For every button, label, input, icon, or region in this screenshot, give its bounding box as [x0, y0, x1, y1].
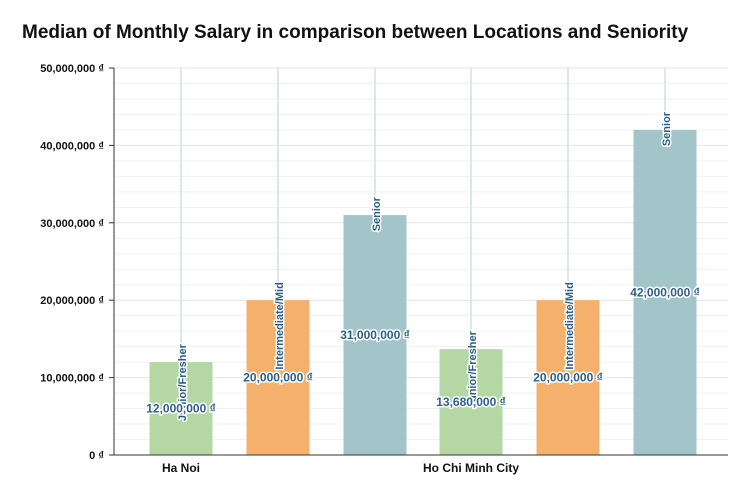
series-label: Junior/Fresher [177, 343, 189, 421]
bar [246, 300, 310, 455]
y-tick-label: 30,000,000 ₫ [40, 218, 104, 230]
y-tick-label: 0 ₫ [89, 450, 104, 462]
bar [149, 362, 213, 455]
value-label: 42,000,000 ₫ [630, 285, 700, 299]
value-label: 12,000,000 ₫ [146, 402, 216, 416]
category-label: Ho Chi Minh City [423, 461, 519, 475]
bar [536, 300, 600, 455]
y-tick-label: 50,000,000 ₫ [40, 63, 104, 75]
value-label: 31,000,000 ₫ [340, 328, 410, 342]
value-label: 20,000,000 ₫ [533, 371, 603, 385]
series-label: Intermediate/Mid [564, 282, 576, 369]
value-label: 20,000,000 ₫ [243, 371, 313, 385]
y-tick-label: 20,000,000 ₫ [40, 295, 104, 307]
value-label: 13,680,000 ₫ [436, 395, 506, 409]
series-label: Junior/Fresher [467, 330, 479, 408]
y-tick-label: 40,000,000 ₫ [40, 140, 104, 152]
bar [343, 215, 407, 455]
bar [633, 129, 697, 456]
category-label: Ha Noi [162, 461, 200, 475]
chart-title: Median of Monthly Salary in comparison b… [22, 22, 689, 43]
y-tick-label: 10,000,000 ₫ [40, 373, 104, 385]
series-label: Senior [371, 196, 383, 231]
bar [439, 349, 503, 455]
series-label: Intermediate/Mid [274, 282, 286, 369]
series-label: Senior [661, 111, 673, 146]
